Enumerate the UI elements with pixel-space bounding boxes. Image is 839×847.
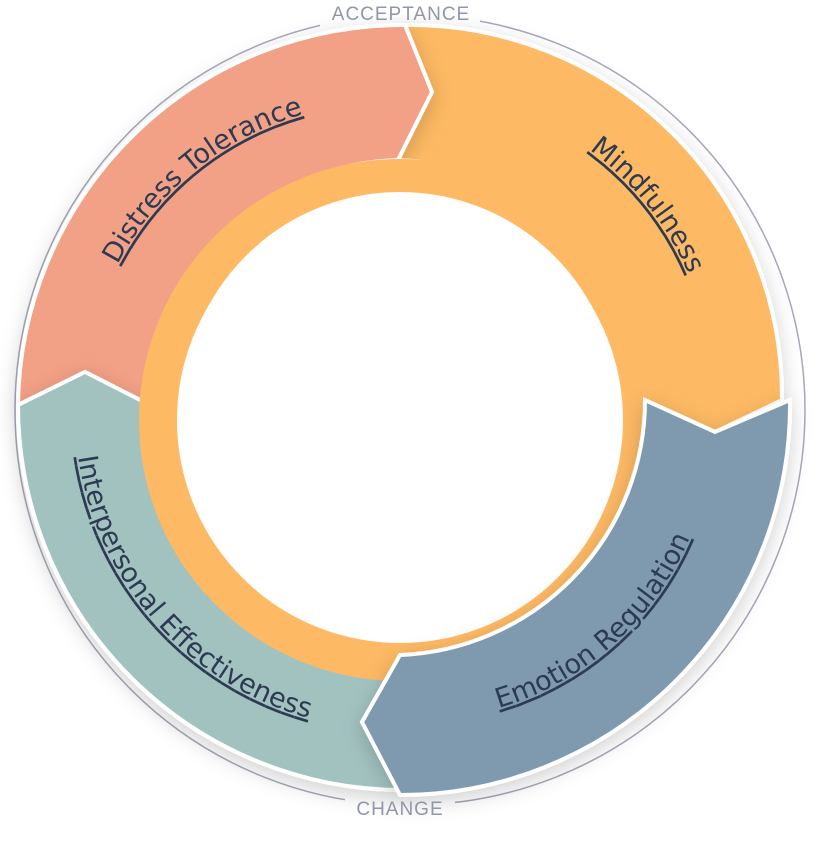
center-circle xyxy=(187,197,613,623)
segment-emotion-regulation xyxy=(359,396,793,798)
acceptance-label: ACCEPTANCE xyxy=(332,4,470,25)
center-circle-edge xyxy=(182,192,618,628)
change-label: CHANGE xyxy=(356,799,443,820)
